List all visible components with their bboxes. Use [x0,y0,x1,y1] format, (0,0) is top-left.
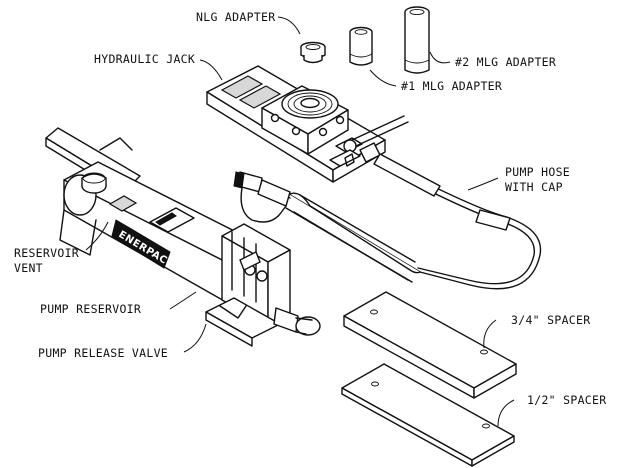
label-mlg1-adapter: #1 MLG ADAPTER [401,79,502,93]
label-spacer-34: 3/4" SPACER [511,313,590,327]
label-reservoir-vent-line1: RESERVOIR [14,246,79,260]
label-mlg2-adapter: #2 MLG ADAPTER [455,55,556,69]
label-spacer-12: 1/2" SPACER [527,393,606,407]
hand-pump [45,127,321,347]
label-pump-hose-line1: PUMP HOSE [505,165,570,179]
mlg2-adapter [404,6,430,74]
nlg-adapter [300,41,326,64]
label-nlg-adapter: NLG ADAPTER [196,10,275,24]
label-pump-reservoir: PUMP RESERVOIR [40,302,141,316]
label-pump-hose-line2: WITH CAP [505,180,563,194]
hydraulic-jack [206,65,409,183]
label-hydraulic-jack: HYDRAULIC JACK [94,52,195,66]
label-reservoir-vent-line2: VENT [14,261,43,275]
spacer-12 [341,363,515,467]
leader-lines [85,16,515,427]
pump-hose [233,153,542,290]
spacer-34 [343,291,517,399]
label-pump-release-valve: PUMP RELEASE VALVE [38,346,168,360]
mlg1-adapter [349,26,373,66]
